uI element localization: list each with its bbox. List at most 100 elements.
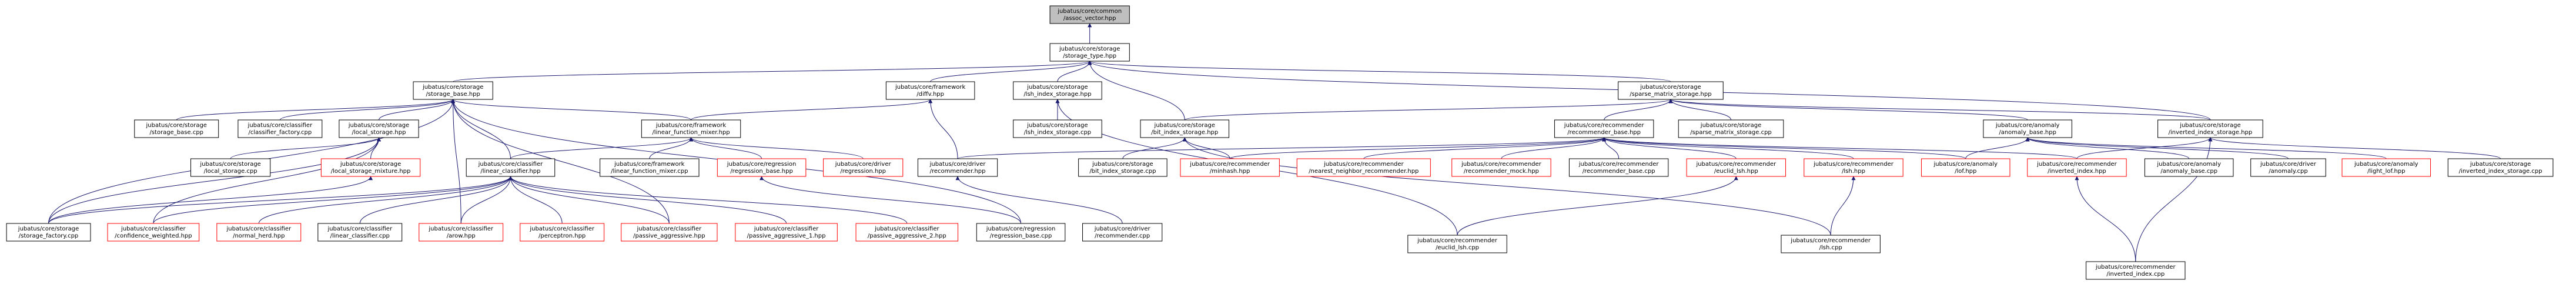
node-diffv[interactable]: jubatus/core/framework/diffv.hpp xyxy=(885,81,975,100)
node-label-line: jubatus/core/storage xyxy=(1640,84,1701,91)
node-label-line: /linear_function_mixer.cpp xyxy=(611,168,688,175)
node-storage_base_cpp[interactable]: jubatus/core/storage/storage_base.cpp xyxy=(134,119,219,138)
node-label-line: /anomaly_base.hpp xyxy=(1999,129,2056,136)
node-box xyxy=(2447,158,2554,177)
node-label-line: jubatus/core/storage xyxy=(422,84,483,91)
node-sparse_matrix_storage_cpp[interactable]: jubatus/core/storage/sparse_matrix_stora… xyxy=(1678,119,1784,138)
edge-diffv-to-storage_type xyxy=(930,61,1092,82)
node-recommender_mock[interactable]: jubatus/core/recommender/recommender_moc… xyxy=(1451,158,1551,177)
edge-anomaly_base_hpp-to-sparse_matrix_storage_hpp xyxy=(1668,99,2028,121)
node-label-line: jubatus/core/storage xyxy=(348,122,409,129)
node-euclid_lsh_cpp[interactable]: jubatus/core/recommender/euclid_lsh.cpp xyxy=(1407,235,1507,253)
node-box xyxy=(1921,158,2010,177)
node-inverted_index_storage_hpp[interactable]: jubatus/core/storage/inverted_index_stor… xyxy=(2157,119,2263,138)
node-label-line: /euclid_lsh.hpp xyxy=(1714,168,1758,175)
node-bit_index_storage_hpp[interactable]: jubatus/core/storage/bit_index_storage.h… xyxy=(1140,119,1230,138)
node-driver_regression[interactable]: jubatus/core/driver/regression.hpp xyxy=(823,158,904,177)
node-storage_base_hpp[interactable]: jubatus/core/storage/storage_base.hpp xyxy=(413,81,493,100)
edge-linear_classifier_hpp-to-storage_base_hpp xyxy=(451,99,511,159)
node-driver_anomaly_cpp[interactable]: jubatus/core/driver/anomaly.cpp xyxy=(2250,158,2326,177)
node-label-line: jubatus/core/regression xyxy=(727,161,797,168)
node-lsh_cpp[interactable]: jubatus/core/recommender/lsh.cpp xyxy=(1781,235,1881,253)
node-label-line: /storage_factory.cpp xyxy=(19,233,79,239)
node-label-line: jubatus/core/anomaly xyxy=(2156,161,2221,168)
node-box xyxy=(1049,5,1130,24)
node-passive_aggressive[interactable]: jubatus/core/classifier/passive_aggressi… xyxy=(621,223,718,242)
edge-storage_factory-to-local_storage_mixture xyxy=(48,176,373,224)
node-local_storage_hpp[interactable]: jubatus/core/storage/local_storage.hpp xyxy=(339,119,419,138)
node-light_lof_hpp[interactable]: jubatus/core/anomaly/light_lof.hpp xyxy=(2341,158,2431,177)
node-label-line: /storage_base.hpp xyxy=(426,91,480,98)
node-linear_classifier_hpp[interactable]: jubatus/core/classifier/linear_classifie… xyxy=(466,158,556,177)
node-passive_aggressive_2[interactable]: jubatus/core/classifier/passive_aggressi… xyxy=(855,223,959,242)
node-euclid_lsh_hpp[interactable]: jubatus/core/recommender/euclid_lsh.hpp xyxy=(1686,158,1787,177)
node-box xyxy=(885,81,975,100)
node-label-line: /linear_classifier.cpp xyxy=(330,233,390,239)
node-inverted_index_cpp[interactable]: jubatus/core/recommender/inverted_index.… xyxy=(2086,261,2186,280)
node-inverted_index_hpp[interactable]: jubatus/core/recommender/inverted_index.… xyxy=(2027,158,2127,177)
node-label-line: jubatus/core/storage xyxy=(1059,46,1120,52)
edge-anomaly_base_cpp-to-anomaly_base_hpp xyxy=(2025,137,2190,159)
node-normal_herd[interactable]: jubatus/core/classifier/normal_herd.hpp xyxy=(216,223,302,242)
node-bit_index_storage_cpp[interactable]: jubatus/core/storage/bit_index_storage.c… xyxy=(1078,158,1167,177)
node-label-line: /local_storage.cpp xyxy=(204,168,257,175)
node-label-line: /recommender.cpp xyxy=(1095,233,1150,239)
edge-local_storage_mixture-to-local_storage_hpp xyxy=(370,137,381,159)
node-box xyxy=(735,223,838,242)
node-box xyxy=(2250,158,2326,177)
node-minhash[interactable]: jubatus/core/recommender/minhash.hpp xyxy=(1180,158,1280,177)
node-label-line: /passive_aggressive_1.hpp xyxy=(747,233,826,239)
edge-nearest_neighbor-to-recommender_base_hpp xyxy=(1363,137,1607,159)
node-anomaly_base_cpp[interactable]: jubatus/core/anomaly/anomaly_base.cpp xyxy=(2144,158,2234,177)
node-lsh_hpp[interactable]: jubatus/core/recommender/lsh.hpp xyxy=(1804,158,1903,177)
node-label-line: jubatus/core/classifier xyxy=(637,226,702,232)
node-storage_type[interactable]: jubatus/core/storage/storage_type.hpp xyxy=(1049,43,1130,62)
node-label-line: jubatus/core/storage xyxy=(1092,161,1153,168)
node-linear_function_mixer_hpp[interactable]: jubatus/core/framework/linear_function_m… xyxy=(641,119,741,138)
node-driver_recommender_cpp[interactable]: jubatus/core/driver/recommender.cpp xyxy=(1082,223,1163,242)
node-lof_hpp[interactable]: jubatus/core/anomaly/lof.hpp xyxy=(1921,158,2010,177)
node-label-line: jubatus/core/recommender xyxy=(1564,122,1645,129)
node-recommender_base_hpp[interactable]: jubatus/core/recommender/recommender_bas… xyxy=(1554,119,1654,138)
node-perceptron[interactable]: jubatus/core/classifier/perceptron.hpp xyxy=(520,223,605,242)
node-label-line: jubatus/core/storage xyxy=(18,226,79,232)
node-box xyxy=(107,223,200,242)
node-label-line: /inverted_index.cpp xyxy=(2106,271,2164,278)
node-label-line: jubatus/core/recommender xyxy=(2036,161,2117,168)
node-label-line: /lsh_index_storage.cpp xyxy=(1024,129,1091,136)
node-label-line: jubatus/core/recommender xyxy=(1323,161,1404,168)
node-box xyxy=(320,158,421,177)
node-regression_base_hpp[interactable]: jubatus/core/regression/regression_base.… xyxy=(717,158,807,177)
node-label-line: jubatus/core/classifier xyxy=(874,226,940,232)
node-lsh_index_storage_hpp[interactable]: jubatus/core/storage/lsh_index_storage.h… xyxy=(1013,81,1102,100)
node-label-line: /sparse_matrix_storage.cpp xyxy=(1690,129,1772,136)
node-passive_aggressive_1[interactable]: jubatus/core/classifier/passive_aggressi… xyxy=(735,223,838,242)
node-recommender_base_cpp[interactable]: jubatus/core/recommender/recommender_bas… xyxy=(1568,158,1669,177)
node-box xyxy=(1180,158,1280,177)
node-storage_factory[interactable]: jubatus/core/storage/storage_factory.cpp xyxy=(6,223,91,242)
node-box xyxy=(1568,158,1669,177)
node-linear_classifier_cpp[interactable]: jubatus/core/classifier/linear_classifie… xyxy=(317,223,403,242)
node-assoc_vector: jubatus/core/common/assoc_vector.hpp xyxy=(1049,5,1130,24)
node-nearest_neighbor[interactable]: jubatus/core/recommender/nearest_neighbo… xyxy=(1296,158,1431,177)
edge-driver_anomaly_cpp-to-anomaly_base_hpp xyxy=(2025,137,2289,159)
node-anomaly_base_hpp[interactable]: jubatus/core/anomaly/anomaly_base.hpp xyxy=(1983,119,2072,138)
node-box xyxy=(1678,119,1784,138)
node-sparse_matrix_storage_hpp[interactable]: jubatus/core/storage/sparse_matrix_stora… xyxy=(1618,81,1724,100)
node-lsh_index_storage_cpp[interactable]: jubatus/core/storage/lsh_index_storage.c… xyxy=(1013,119,1102,138)
edge-linear_function_mixer_hpp-to-storage_base_hpp xyxy=(451,99,692,121)
node-label-line: jubatus/core/anomaly xyxy=(2354,161,2418,168)
edge-lsh_cpp-to-bit_index_storage_hpp xyxy=(1182,137,1831,236)
node-classifier_factory[interactable]: jubatus/core/classifier/classifier_facto… xyxy=(237,119,323,138)
node-driver_recommender_hpp[interactable]: jubatus/core/driver/recommender.hpp xyxy=(917,158,998,177)
node-regression_base_cpp[interactable]: jubatus/core/regression/regression_base.… xyxy=(976,223,1066,242)
node-linear_function_mixer_cpp[interactable]: jubatus/core/framework/linear_function_m… xyxy=(600,158,700,177)
node-local_storage_cpp[interactable]: jubatus/core/storage/local_storage.cpp xyxy=(190,158,271,177)
node-box xyxy=(317,223,403,242)
node-local_storage_mixture[interactable]: jubatus/core/storage/local_storage_mixtu… xyxy=(320,158,421,177)
node-box xyxy=(1049,43,1130,62)
node-inverted_index_storage_cpp[interactable]: jubatus/core/storage/inverted_index_stor… xyxy=(2447,158,2554,177)
node-confidence_weighted[interactable]: jubatus/core/classifier/confidence_weigh… xyxy=(107,223,200,242)
node-arow[interactable]: jubatus/core/classifier/arow.hpp xyxy=(419,223,504,242)
edge-driver_regression-to-linear_function_mixer_hpp xyxy=(689,137,864,159)
